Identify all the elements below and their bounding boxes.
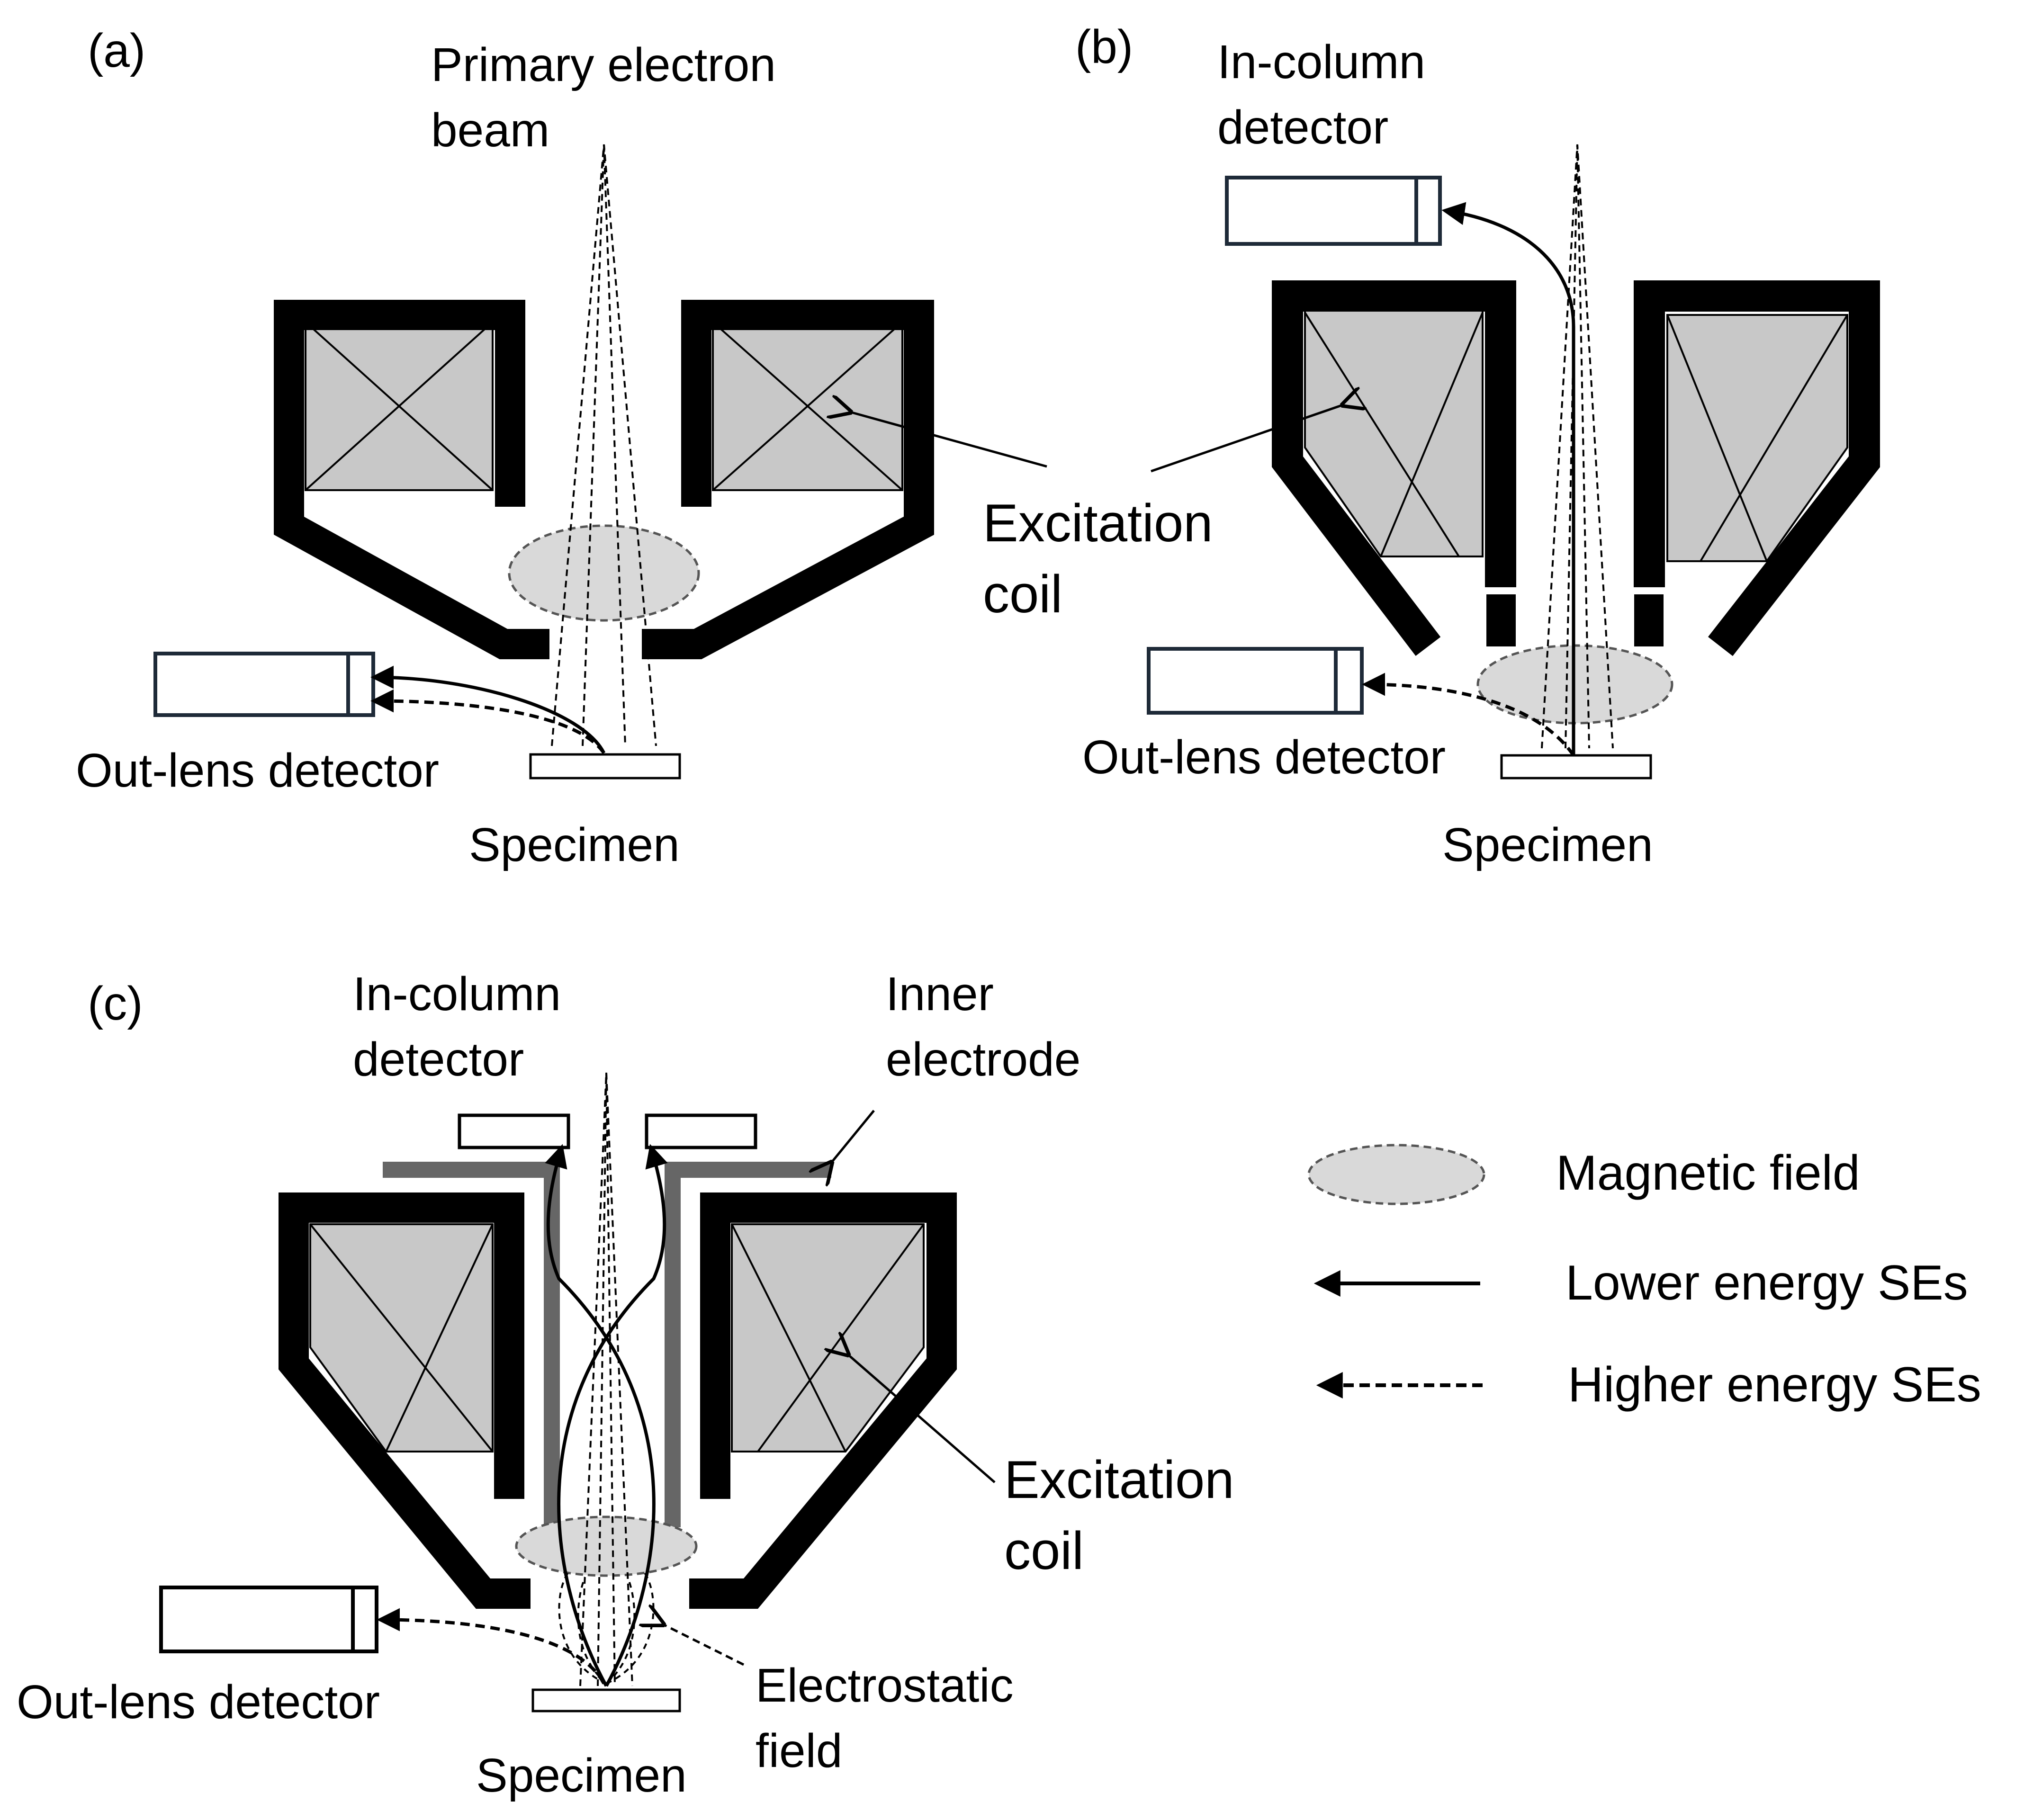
panel-a-primary-beam <box>551 144 657 746</box>
panel-a <box>153 144 1047 780</box>
panel-b-specimen-label: Specimen <box>1442 818 1653 871</box>
panel-c-excitation-coil-line1: Excitation <box>1004 1450 1234 1509</box>
legend-magnetic-field-swatch <box>1307 1144 1485 1205</box>
panel-a-right-pole-piece <box>642 300 934 659</box>
panel-b-in-column-label: In-column detector <box>1217 29 1425 160</box>
panel-a-label: (a) <box>88 24 146 77</box>
panel-c-right-pole-piece <box>689 1192 957 1609</box>
legend <box>1307 1144 1485 1399</box>
panel-c-excitation-coil-line2: coil <box>1004 1521 1084 1580</box>
panel-b-in-column-line2: detector <box>1217 101 1389 154</box>
panel-b-right-coil <box>1666 314 1848 562</box>
panel-c-left-pole-piece <box>279 1192 531 1609</box>
panel-c-label: (c) <box>88 977 143 1030</box>
panel-a-lower-energy-path <box>370 665 606 754</box>
panel-a-excitation-coil-line2: coil <box>983 565 1063 624</box>
panel-c-electrostatic-line1: Electrostatic <box>756 1659 1014 1712</box>
panel-b-out-lens-label: Out-lens detector <box>1082 731 1446 784</box>
panel-b-in-column-line1: In-column <box>1217 36 1426 89</box>
panel-b-label: (b) <box>1075 20 1133 73</box>
panel-a-excitation-coil-label: Excitation coil <box>983 488 1213 630</box>
panel-a-primary-beam-line2: beam <box>431 104 550 157</box>
panel-c-lower-energy-path-left <box>557 1144 668 1687</box>
panel-c-magnetic-field <box>515 1515 698 1577</box>
panel-c-electrostatic-line2: field <box>756 1724 843 1777</box>
legend-magnetic-field-label: Magnetic field <box>1556 1146 1860 1201</box>
panel-c-inner-electrode-left <box>383 1162 560 1527</box>
panel-c-in-column-line2: detector <box>353 1033 524 1086</box>
panel-c-inner-electrode-line2: electrode <box>886 1033 1081 1086</box>
panel-a-coil-pointer <box>850 412 1047 468</box>
panel-c-inner-electrode-line1: Inner <box>886 968 994 1021</box>
panel-c-inner-electrode-pointer <box>831 1110 875 1163</box>
panel-b-in-column-detector <box>1225 176 1442 246</box>
panel-a-primary-beam-line1: Primary electron <box>431 38 776 91</box>
panel-a-out-lens-label: Out-lens detector <box>76 744 440 797</box>
panel-c-lower-energy-path-right <box>545 1144 656 1687</box>
panel-c-specimen <box>531 1688 681 1712</box>
panel-a-primary-beam-label: Primary electron beam <box>431 32 776 163</box>
panel-c-primary-beam <box>579 1072 633 1686</box>
panel-c-electrostatic-label: Electrostatic field <box>756 1653 1014 1784</box>
panel-a-excitation-coil-line1: Excitation <box>983 493 1213 553</box>
panel-c-excitation-coil-label: Excitation coil <box>1004 1444 1234 1587</box>
panel-c-electrostatic-field <box>558 1571 655 1685</box>
panel-c-in-column-detector-right <box>645 1113 757 1149</box>
panel-c-inner-electrode-right <box>665 1162 831 1527</box>
panel-b-lower-energy-path <box>1441 202 1575 755</box>
panel-b-left-pole-piece <box>1272 280 1516 656</box>
panel-c-in-column-detector-left <box>458 1113 570 1149</box>
legend-higher-energy-label: Higher energy SEs <box>1568 1357 1981 1412</box>
panel-c-higher-energy-path <box>377 1608 606 1685</box>
panel-b-right-pole-piece <box>1634 280 1880 656</box>
panel-c-electrostatic-pointer <box>663 1624 745 1666</box>
panel-c <box>159 1072 996 1712</box>
panel-c-in-column-label: In-column detector <box>353 961 561 1092</box>
panel-a-out-lens-detector <box>153 652 375 717</box>
panel-c-inner-electrode-label: Inner electrode <box>886 961 1080 1092</box>
panel-a-higher-energy-path <box>370 689 605 754</box>
panel-b <box>1147 144 1880 780</box>
panel-b-coil-pointer <box>1151 405 1343 473</box>
panel-c-in-column-line1: In-column <box>353 968 561 1021</box>
panel-a-left-pole-piece <box>274 300 549 659</box>
panel-a-specimen-label: Specimen <box>469 818 680 871</box>
panel-a-specimen <box>529 753 681 780</box>
panel-b-out-lens-detector <box>1147 647 1364 715</box>
panel-b-higher-energy-path <box>1362 672 1575 756</box>
panel-c-out-lens-detector <box>159 1586 378 1653</box>
panel-c-out-lens-label: Out-lens detector <box>17 1676 380 1729</box>
panel-c-specimen-label: Specimen <box>476 1749 687 1802</box>
panel-b-specimen <box>1500 754 1652 780</box>
legend-lower-energy-label: Lower energy SEs <box>1565 1255 1968 1310</box>
panel-a-magnetic-field <box>508 524 700 622</box>
panel-c-coil-pointer <box>848 1354 996 1483</box>
